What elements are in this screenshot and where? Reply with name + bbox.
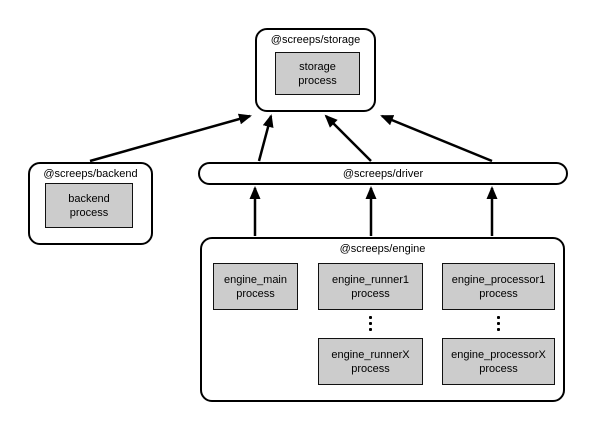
node-storage-process: storage process (275, 52, 360, 95)
cluster-driver-label: @screeps/driver (342, 167, 424, 180)
cluster-driver: @screeps/driver (198, 162, 568, 185)
cluster-engine: @screeps/engine engine_main process engi… (200, 237, 565, 402)
node-engine-processor1-process: engine_processor1 process (442, 263, 555, 310)
cluster-storage: @screeps/storage storage process (255, 28, 376, 112)
cluster-backend: @screeps/backend backend process (28, 162, 153, 245)
vertical-ellipsis-icon-runner (318, 315, 423, 332)
edge-driver-to-storage-1 (257, 114, 274, 162)
node-backend-process: backend process (45, 183, 133, 228)
edge-driver-to-storage-2 (324, 114, 372, 162)
node-engine-processorX-process: engine_processorX process (442, 338, 555, 385)
cluster-backend-label: @screeps/backend (43, 168, 138, 180)
node-engine-runnerX-process: engine_runnerX process (318, 338, 423, 385)
node-engine-runner1-process: engine_runner1 process (318, 263, 423, 310)
edge-driver-to-storage-3 (380, 114, 493, 163)
vertical-ellipsis-icon-processor (442, 315, 555, 332)
node-engine-main-process: engine_main process (213, 263, 298, 310)
edge-backend-to-storage (89, 113, 252, 163)
cluster-engine-label: @screeps/engine (339, 243, 426, 255)
cluster-storage-label: @screeps/storage (270, 34, 361, 46)
